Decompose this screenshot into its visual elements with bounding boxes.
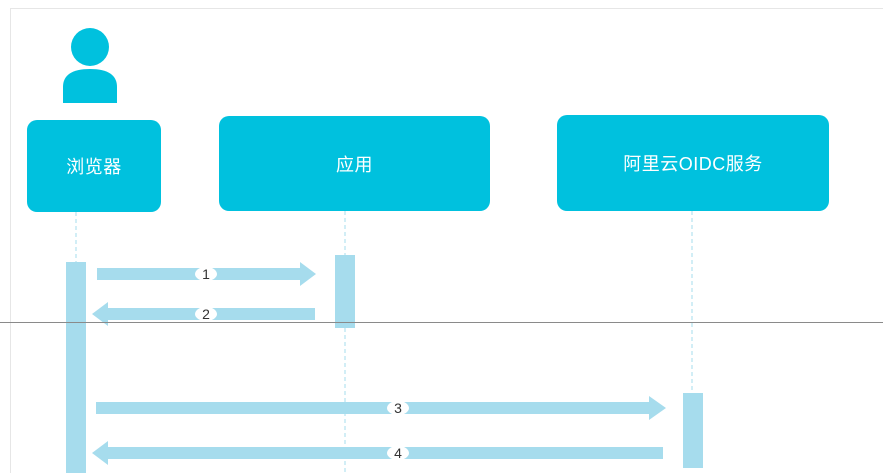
step-badge-3: 3 — [387, 400, 409, 416]
frame-top-border — [10, 8, 883, 9]
actor-oidc-label: 阿里云OIDC服务 — [623, 154, 763, 174]
actor-oidc: 阿里云OIDC服务 — [557, 115, 829, 211]
user-icon — [63, 28, 117, 103]
step-badge-1: 1 — [195, 266, 217, 282]
step-badge-2: 2 — [195, 306, 217, 322]
activation-browser — [66, 262, 86, 473]
step-label-1: 1 — [202, 266, 210, 282]
step-label-4: 4 — [394, 445, 402, 461]
frame-left-border — [10, 8, 11, 473]
activation-oidc — [683, 393, 703, 468]
step-label-3: 3 — [394, 400, 402, 416]
step-badge-4: 4 — [387, 445, 409, 461]
arrow-step-4 — [92, 441, 663, 465]
actor-browser: 浏览器 — [27, 120, 161, 212]
actor-browser-label: 浏览器 — [66, 157, 122, 177]
activation-app — [335, 255, 355, 328]
actor-app: 应用 — [219, 116, 490, 211]
actor-app-label: 应用 — [336, 154, 373, 175]
step-label-2: 2 — [202, 306, 210, 322]
arrow-step-3 — [96, 396, 666, 420]
horizontal-divider — [0, 322, 883, 323]
